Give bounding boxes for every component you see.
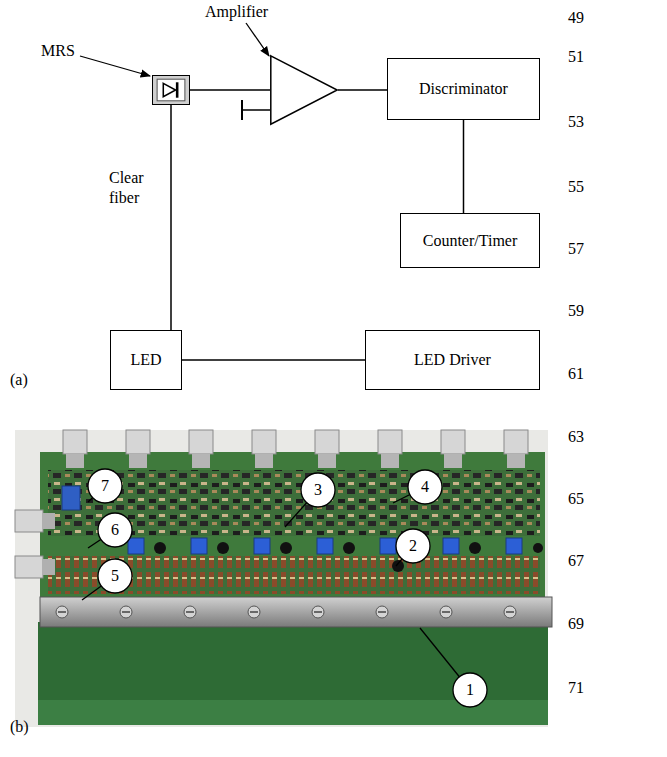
- diode-outline: [153, 76, 189, 104]
- block-label: Discriminator: [419, 79, 508, 98]
- line-number: 59: [568, 302, 584, 320]
- pointer-arrow: [246, 23, 269, 56]
- screw-slots: [58, 611, 514, 613]
- screws: [56, 606, 516, 618]
- line-number: 55: [568, 178, 584, 196]
- part-label: MRS: [41, 41, 75, 60]
- line-number: 49: [568, 9, 584, 27]
- callout-number: 7: [101, 477, 109, 495]
- block-label: LED Driver: [414, 350, 491, 369]
- black-parts: [154, 542, 543, 572]
- side-connectors: [15, 510, 55, 578]
- board-photo: [15, 430, 552, 727]
- circuit-board: [40, 452, 545, 602]
- bnc-connectors: [63, 430, 528, 468]
- panel-label: (a): [10, 371, 28, 389]
- callout-number: 2: [409, 537, 417, 555]
- panel-label: (b): [10, 718, 29, 736]
- amplifier-outline: [270, 55, 338, 125]
- sensor-window: [157, 79, 185, 101]
- amplifier-triangle: Amplifier: [270, 55, 338, 125]
- line-number: 51: [568, 48, 584, 66]
- terminal-block: [62, 486, 80, 510]
- line-number: 65: [568, 490, 584, 508]
- mrs-sensor-box: MRS: [152, 75, 190, 105]
- signal-wire: [338, 89, 387, 91]
- signal-wire: [190, 89, 270, 91]
- block-label: LED: [130, 350, 161, 369]
- signal-wire: [463, 120, 465, 213]
- pointer-arrow: [80, 56, 150, 76]
- trimmers: [128, 538, 522, 554]
- process-box: LED: [110, 330, 182, 390]
- callout-number: 1: [466, 681, 474, 699]
- diode-bar: [176, 82, 179, 97]
- signal-wire: [182, 359, 365, 361]
- block-label: Counter/Timer: [423, 231, 518, 250]
- metal-bar: [40, 597, 552, 627]
- callout-number: 5: [111, 567, 119, 585]
- process-box: Discriminator: [387, 58, 540, 120]
- process-box: LED Driver: [365, 330, 540, 390]
- line-number: 69: [568, 615, 584, 633]
- resistor-row: [48, 556, 540, 594]
- diode-symbol: [163, 83, 175, 96]
- line-number: 71: [568, 679, 584, 697]
- ground-wire: [242, 109, 270, 111]
- lower-board: [38, 622, 548, 725]
- leader-lines: [82, 486, 470, 690]
- line-number: 61: [568, 365, 584, 383]
- callout-number: 6: [111, 521, 119, 539]
- line-number: 67: [568, 552, 584, 570]
- signal-wire: [170, 105, 172, 330]
- amplifier-symbol: [271, 56, 337, 124]
- process-box: Counter/Timer: [400, 213, 540, 268]
- callout-circles: [88, 469, 487, 707]
- part-label: Amplifier: [205, 2, 268, 21]
- line-number: 63: [568, 428, 584, 446]
- ground-symbol: [241, 100, 243, 120]
- line-number: 53: [568, 113, 584, 131]
- photo-ground: [15, 430, 548, 727]
- line-number: 57: [568, 240, 584, 258]
- callout-number: 3: [314, 481, 322, 499]
- edge-label: Clear fiber: [109, 168, 161, 206]
- callout-number: 4: [421, 478, 429, 496]
